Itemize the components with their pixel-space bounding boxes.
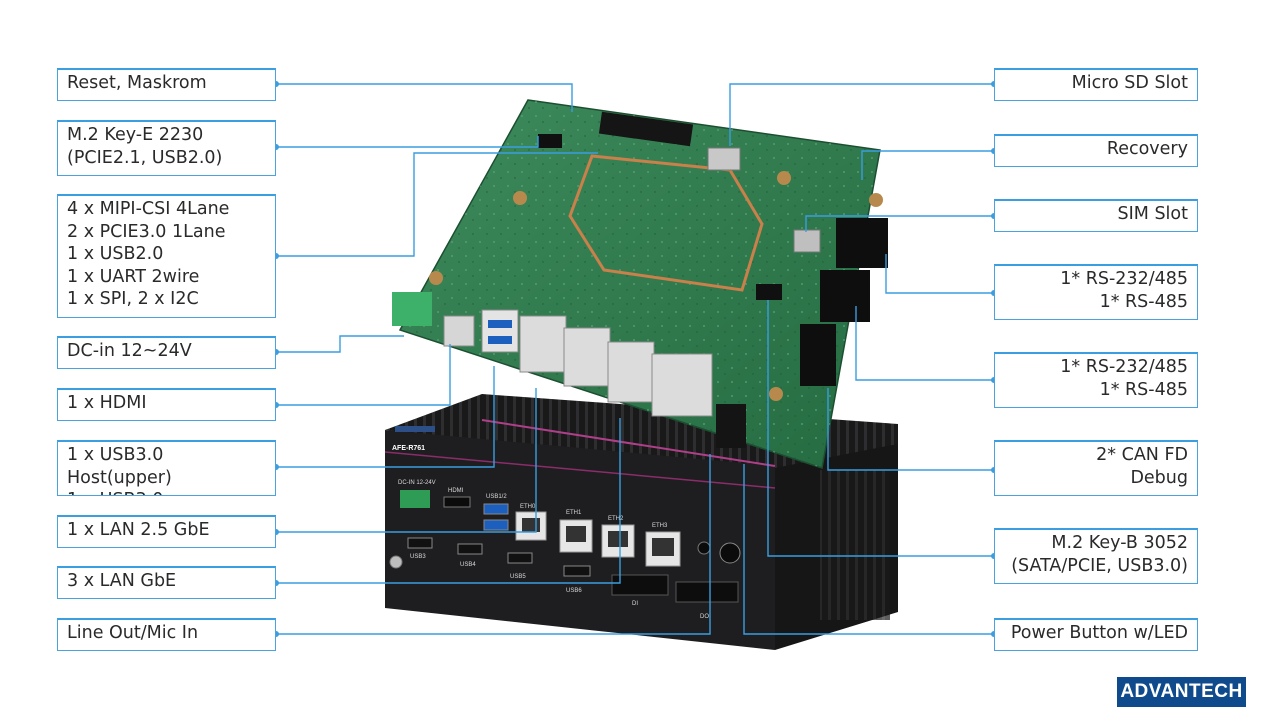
line-m2e (276, 136, 539, 148)
usb3-port (407, 537, 433, 549)
label-mipi-csi: 4 x MIPI-CSI 4Lane 2 x PCIE3.0 1Lane 1 x… (57, 194, 276, 318)
usb5-silk: USB5 (510, 574, 526, 580)
mount-hole (869, 193, 883, 207)
power-button (719, 542, 741, 564)
usb-upper-port (483, 503, 509, 515)
pcb-eth2 (607, 341, 655, 403)
microsd-slot (707, 147, 741, 171)
rs-terminal-3 (800, 324, 836, 386)
eth0-port (515, 511, 547, 541)
do-terminal (675, 581, 739, 603)
audio-jack (697, 541, 711, 555)
mount-hole (513, 191, 527, 205)
usb3-silk: USB3 (410, 554, 426, 560)
usb-lower-port (483, 519, 509, 531)
usb12-silk: USB1/2 (486, 494, 507, 500)
do-silk: DO (700, 614, 709, 620)
label-rs-232-485-bottom: 1* RS-232/485 1* RS-485 (994, 352, 1198, 408)
label-can-fd-debug: 2* CAN FD Debug (994, 440, 1198, 496)
dc-in-connector (400, 490, 430, 508)
rs-terminal-1 (836, 218, 888, 268)
usb4-silk: USB4 (460, 562, 476, 568)
label-usb3: 1 x USB3.0 Host(upper) 1 x USB3.0 OTG(lo… (57, 440, 276, 496)
enclosure-top-fins (385, 394, 898, 476)
eth0-silk: ETH0 (520, 504, 536, 510)
callout-lines (276, 83, 994, 635)
pcb-eth3 (651, 353, 713, 417)
eth2-port (601, 524, 635, 558)
eth3-silk: ETH3 (652, 523, 668, 529)
line-dcin (276, 335, 404, 353)
label-micro-sd: Micro SD Slot (994, 68, 1198, 101)
pcb-audio-jack (716, 404, 746, 448)
sim-slot (793, 229, 821, 253)
grounding-screw (389, 555, 403, 569)
label-sim-slot: SIM Slot (994, 199, 1198, 232)
mount-hole (769, 387, 783, 401)
label-lan-2-5gbe: 1 x LAN 2.5 GbE (57, 515, 276, 548)
pcb-hdmi (443, 315, 475, 347)
pcb-eth1 (563, 327, 611, 387)
di-silk: DI (632, 601, 638, 607)
usb4-port (457, 543, 483, 555)
m2-key-e-socket (538, 134, 562, 148)
line-m2b (767, 300, 994, 557)
m2-key-b-socket (756, 284, 782, 300)
enclosure-side-fins (820, 470, 890, 620)
label-hdmi: 1 x HDMI (57, 388, 276, 421)
label-dc-in: DC-in 12~24V (57, 336, 276, 369)
device-model: AFE-R761 (392, 445, 425, 452)
line-power (743, 464, 994, 635)
eth1-silk: ETH1 (566, 510, 582, 516)
mount-hole (429, 271, 443, 285)
line-reset (276, 83, 573, 112)
label-m2-key-b: M.2 Key-B 3052 (SATA/PCIE, USB3.0) (994, 528, 1198, 584)
line-microsd (729, 83, 994, 146)
label-rs-232-485-top: 1* RS-232/485 1* RS-485 (994, 264, 1198, 320)
pcb-usb (481, 309, 519, 353)
eth2-silk: ETH2 (608, 516, 624, 522)
line-hdmi (276, 344, 451, 406)
label-lan-gbe: 3 x LAN GbE (57, 566, 276, 599)
usb6-port (563, 565, 591, 577)
pcb-dc-connector (392, 292, 432, 326)
line-lan25 (276, 388, 537, 533)
line-recovery (861, 150, 994, 180)
rs-terminal-2 (820, 270, 870, 322)
hdmi-port (443, 496, 471, 508)
mount-hole (777, 171, 791, 185)
pcb-eth0 (519, 315, 567, 373)
usb6-silk: USB6 (566, 588, 582, 594)
label-power-button: Power Button w/LED (994, 618, 1198, 651)
label-m2-key-e: M.2 Key-E 2230 (PCIE2.1, USB2.0) (57, 120, 276, 176)
label-reset-maskrom: Reset, Maskrom (57, 68, 276, 101)
line-sim (805, 215, 994, 232)
board-to-board-connector (598, 111, 694, 147)
pcb-board (392, 99, 888, 469)
label-line-out-mic-in: Line Out/Mic In (57, 618, 276, 651)
line-rs1 (885, 254, 994, 294)
line-lineout (276, 454, 711, 635)
line-lan1 (276, 418, 621, 584)
brand-logo: ADVANTECH (1117, 677, 1246, 707)
usb5-port (507, 552, 533, 564)
dc-in-silk: DC-IN 12-24V (398, 480, 436, 486)
line-can (827, 388, 994, 471)
line-rs2 (855, 306, 994, 381)
di-terminal (611, 574, 669, 596)
label-recovery: Recovery (994, 134, 1198, 167)
line-usb3 (276, 366, 495, 468)
line-mipi (276, 152, 598, 257)
hdmi-silk: HDMI (448, 488, 464, 494)
